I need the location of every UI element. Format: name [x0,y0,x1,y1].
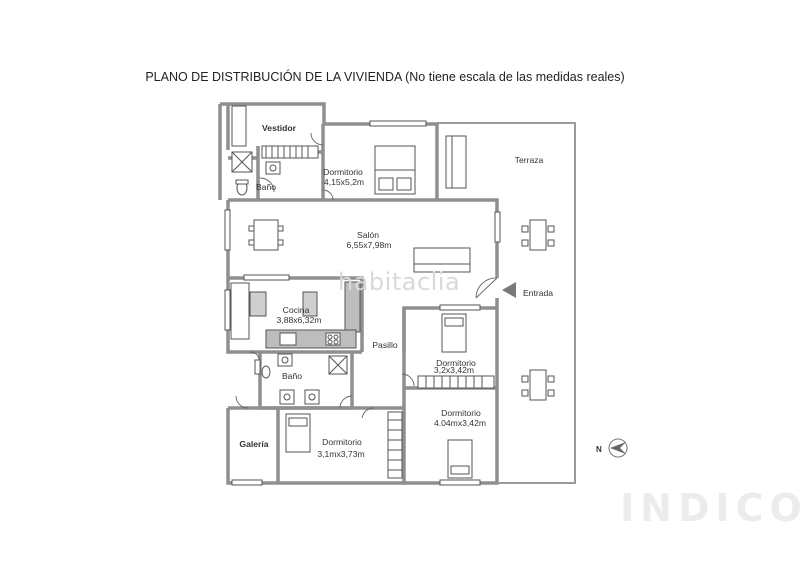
label-pasillo: Pasillo [372,340,398,350]
label-bano2: Baño [282,371,302,381]
compass-label: N [596,445,602,454]
label-dormitorio3-name: Dormitorio [441,408,481,418]
label-entrada: Entrada [523,288,553,298]
label-dormitorio2-size: 3,2x3,42m [434,365,474,375]
label-dormitorio3-size: 4.04mx3,42m [434,418,486,428]
doors [235,132,498,419]
plan-title: PLANO DE DISTRIBUCIÓN DE LA VIVIENDA (No… [145,70,625,84]
closets [261,145,495,479]
furniture [248,135,555,479]
label-cocina-name: Cocina [283,305,310,315]
label-galeria: Galería [239,439,268,449]
label-dormitorio1-size: 4,15x5,2m [324,177,364,187]
label-dormitorio1-name: Dormitorio [323,167,363,177]
bathroom-fixtures [231,151,348,405]
label-salon-name: Salón [357,230,379,240]
entrance-arrow [502,282,516,298]
watermark-indico: INDICO [620,486,800,530]
label-dormitorio4-size: 3,1mx3,73m [317,449,364,459]
label-dormitorio2-name: Dormitorio [436,358,476,368]
label-cocina-size: 3,88x6,32m [277,315,322,325]
label-terraza: Terraza [515,155,544,165]
watermark-habitaclia: habitaclia [338,268,461,296]
label-bano1: Baño [256,182,276,192]
windows [224,105,501,486]
label-vestidor: Vestidor [262,123,297,133]
kitchen-fixtures [230,281,361,349]
compass-icon [608,438,628,458]
label-dormitorio4-name: Dormitorio [322,437,362,447]
label-salon-size: 6,55x7,98m [347,240,392,250]
terrace-outline [437,122,576,484]
